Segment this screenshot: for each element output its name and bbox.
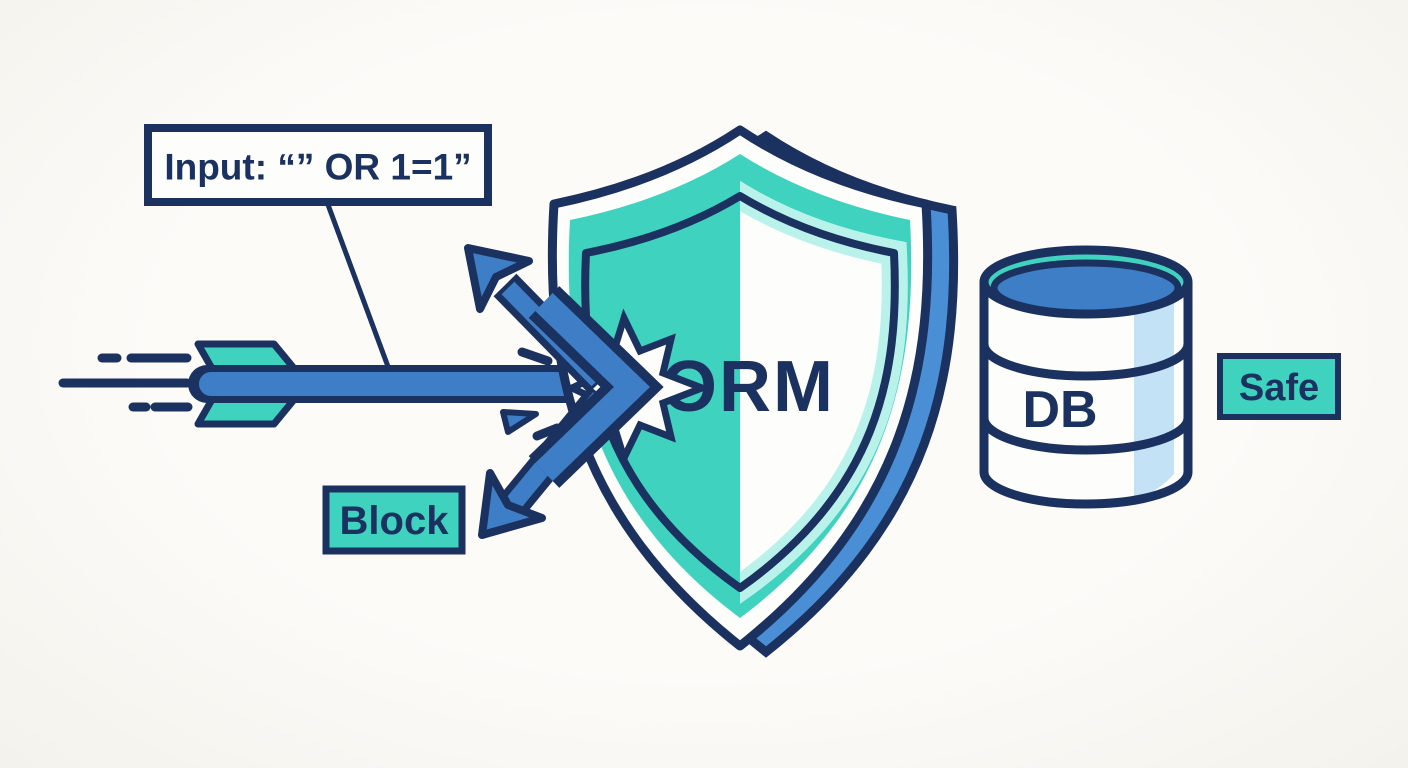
- db-band-line: [979, 417, 1193, 455]
- block-badge-box: [322, 485, 466, 555]
- speed-lines-icon: [58, 353, 193, 412]
- impact-debris: [500, 347, 562, 441]
- db-highlight-stripe: [1134, 300, 1174, 498]
- debris-dash: [517, 347, 553, 366]
- input-callout-text: Input: “” OR 1=1”: [164, 147, 471, 188]
- deflect-up-arrowhead: [464, 244, 533, 313]
- safe-badge: Safe: [1217, 353, 1341, 420]
- safe-badge-text: Safe: [1239, 367, 1319, 409]
- db-top-face: [990, 259, 1182, 317]
- attack-arrowhead: [528, 286, 664, 488]
- block-badge-text: Block: [340, 499, 450, 543]
- orm-shield: ORM: [547, 125, 959, 658]
- db-label: DB: [1022, 381, 1097, 439]
- input-callout: Input: “” OR 1=1”: [144, 124, 492, 206]
- safe-badge-box: [1217, 353, 1341, 420]
- deflect-down-arrowhead: [478, 469, 546, 539]
- database-icon: DB: [979, 245, 1193, 509]
- debris-dash: [532, 423, 562, 441]
- callout-connector-line: [324, 201, 393, 373]
- block-badge: Block: [322, 485, 466, 555]
- attack-arrow: [188, 340, 605, 428]
- input-callout-box: [144, 124, 492, 206]
- arrowhead-fill: [535, 293, 650, 481]
- shield-inner-outline: [581, 192, 899, 592]
- debris-fragment-icon: [500, 409, 539, 435]
- db-body-outline: [979, 282, 1193, 509]
- db-band-line: [979, 343, 1193, 381]
